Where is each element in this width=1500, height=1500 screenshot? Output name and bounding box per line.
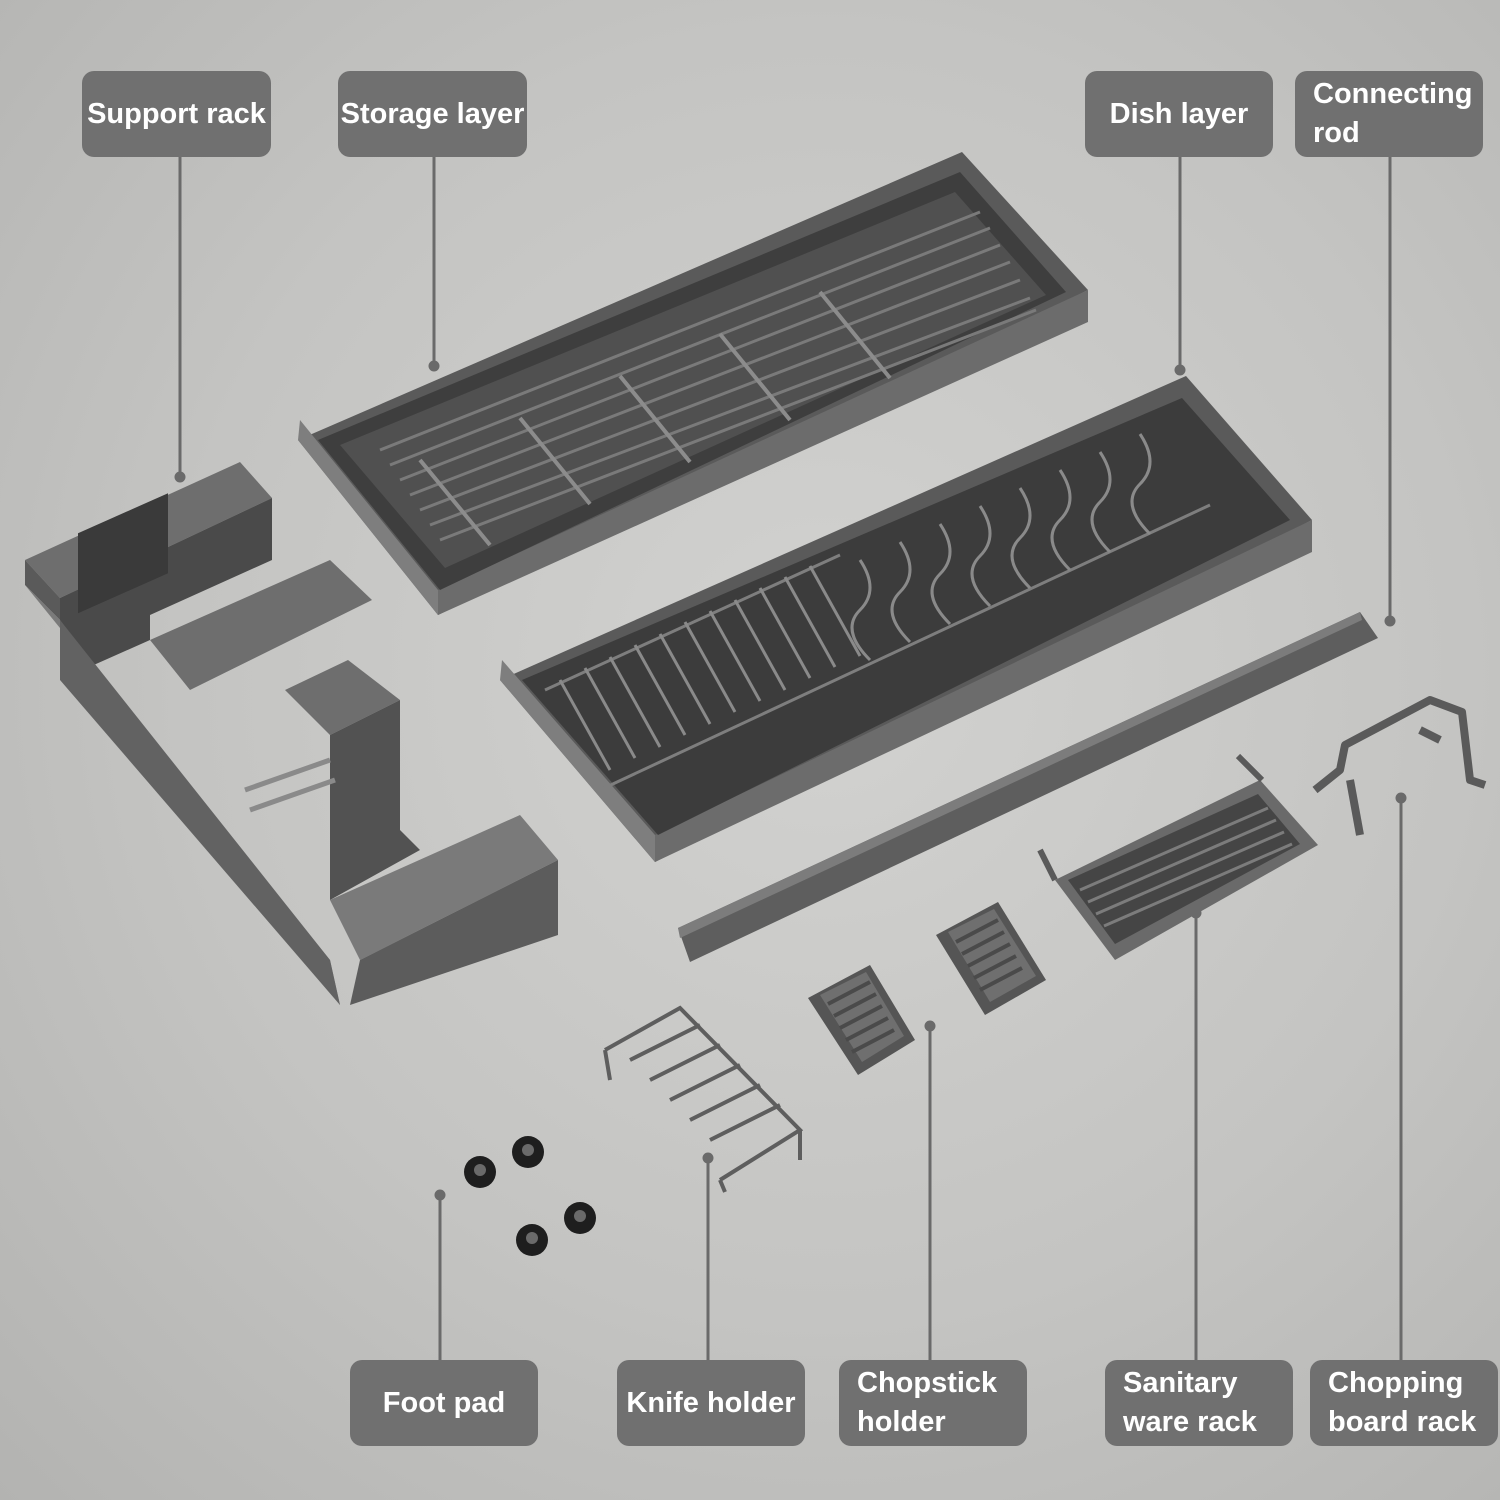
foot-pad-3 bbox=[564, 1202, 596, 1234]
callout-dish-layer-label: Dish layer bbox=[1109, 97, 1249, 130]
callout-storage-layer: Storage layer bbox=[338, 71, 527, 157]
callout-connecting-rod-label: Connecting rod bbox=[1313, 78, 1473, 149]
support-rack-part bbox=[25, 462, 558, 1005]
callout-support-rack: Support rack bbox=[82, 71, 271, 157]
callout-chopping-board-rack: Chopping board rack bbox=[1310, 1360, 1498, 1446]
dish-layer-part bbox=[500, 376, 1312, 862]
sanitary-ware-rack-part bbox=[1037, 753, 1318, 960]
callout-dish-layer: Dish layer bbox=[1085, 71, 1273, 157]
callout-chopstick-holder: Chopstick holder bbox=[839, 1360, 1027, 1446]
callout-knife-holder-label: Knife holder bbox=[626, 1386, 796, 1419]
callout-support-rack-label: Support rack bbox=[87, 97, 266, 130]
callout-chopping-board-rack-label: Chopping board rack bbox=[1328, 1367, 1477, 1438]
chopping-board-rack-part bbox=[1312, 696, 1487, 836]
callout-foot-pad-label: Foot pad bbox=[382, 1386, 506, 1419]
callout-sanitary-ware-rack-label: Sanitary ware rack bbox=[1123, 1367, 1257, 1438]
connecting-rod-part bbox=[678, 612, 1378, 962]
storage-layer-part bbox=[298, 152, 1088, 615]
callout-knife-holder: Knife holder bbox=[617, 1360, 805, 1446]
foot-pad-part bbox=[464, 1136, 596, 1256]
callout-chopstick-holder-label: Chopstick holder bbox=[857, 1367, 998, 1438]
callout-sanitary-ware-rack: Sanitary ware rack bbox=[1105, 1360, 1293, 1446]
foot-pad-4 bbox=[516, 1224, 548, 1256]
callout-foot-pad: Foot pad bbox=[350, 1360, 538, 1446]
knife-holder-part bbox=[603, 1005, 804, 1193]
chopstick-holder-part bbox=[808, 902, 1046, 1075]
callout-connecting-rod: Connecting rod bbox=[1295, 71, 1483, 157]
foot-pad-2 bbox=[512, 1136, 544, 1168]
foot-pad-1 bbox=[464, 1156, 496, 1188]
callout-storage-layer-label: Storage layer bbox=[340, 97, 525, 130]
leader-lines bbox=[174, 157, 1407, 1360]
